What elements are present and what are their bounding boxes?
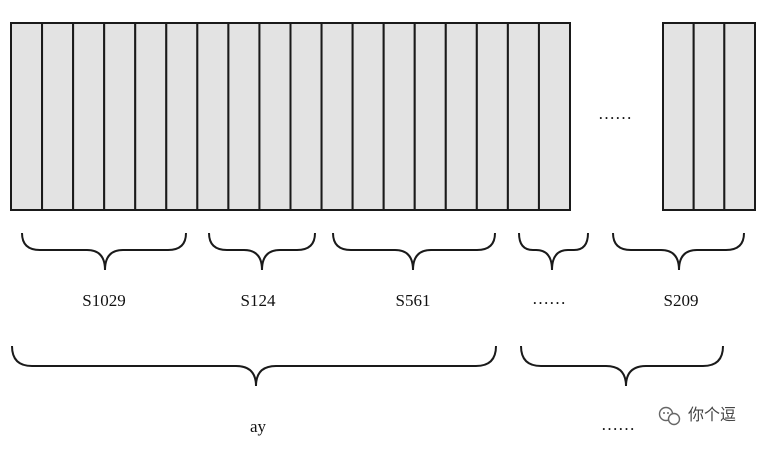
watermark-text: 你个逗 xyxy=(688,405,736,424)
block-cells-group-1 xyxy=(10,22,572,211)
block-cell-6 xyxy=(165,22,199,211)
block-cell-tail-2 xyxy=(692,22,726,211)
segment-label-s124: S124 xyxy=(241,291,276,310)
block-cell-17 xyxy=(506,22,540,211)
block-cell-5 xyxy=(134,22,168,211)
segment-label-s1029: S1029 xyxy=(82,291,125,310)
group-brace-ay xyxy=(11,345,497,387)
block-cell-3 xyxy=(72,22,106,211)
block-cell-18 xyxy=(537,22,572,211)
segment-label-ellipsis: …… xyxy=(532,289,566,308)
block-cell-9 xyxy=(258,22,292,211)
block-cell-tail-1 xyxy=(662,22,695,211)
segment-brace-s561 xyxy=(332,232,496,271)
block-cell-10 xyxy=(289,22,323,211)
block-cell-7 xyxy=(196,22,230,211)
segment-brace-s209 xyxy=(612,232,745,271)
block-cell-4 xyxy=(103,22,137,211)
block-cell-1 xyxy=(10,22,44,211)
group-label-ay: ay xyxy=(250,417,267,436)
segment-label-s561: S561 xyxy=(396,291,431,310)
segment-label-s209: S209 xyxy=(664,291,699,310)
block-cells-group-2 xyxy=(662,22,757,211)
group-brace-ellipsis xyxy=(520,345,724,387)
block-cell-11 xyxy=(320,22,354,211)
block-cell-tail-3 xyxy=(723,22,757,211)
block-cell-16 xyxy=(475,22,509,211)
segment-brace-ellipsis xyxy=(518,232,589,271)
blocks-gap-ellipsis: …… xyxy=(598,104,632,123)
block-cell-8 xyxy=(227,22,261,211)
block-cell-13 xyxy=(382,22,416,211)
segment-brace-s1029 xyxy=(21,232,187,271)
block-cell-12 xyxy=(351,22,385,211)
group-label-ellipsis: …… xyxy=(601,415,635,434)
block-cell-15 xyxy=(444,22,478,211)
block-cell-14 xyxy=(413,22,447,211)
segment-brace-s124 xyxy=(208,232,316,271)
wechat-icon xyxy=(658,406,681,426)
block-cell-2 xyxy=(41,22,75,211)
